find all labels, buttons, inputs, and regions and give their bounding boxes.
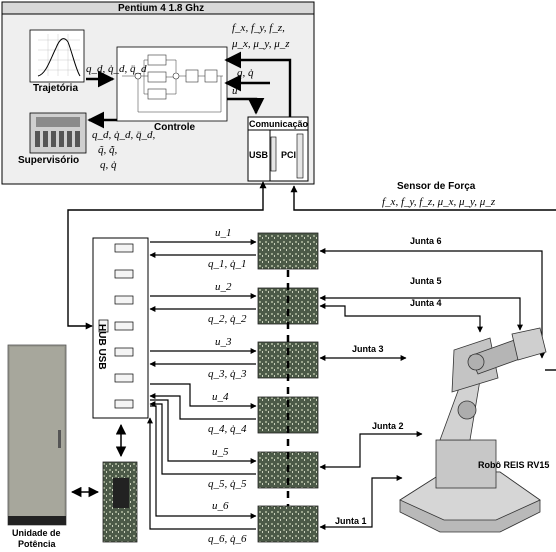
usb-port-icon: [271, 137, 276, 171]
control-signal-u1: u_1: [215, 227, 232, 239]
control-label: Controle: [154, 122, 195, 133]
joint-3-label: Junta 3: [352, 344, 384, 354]
joint-state-signal: q, q̇: [237, 67, 254, 79]
force-signal-top-2: μ_x, μ_y, μ_z: [232, 38, 290, 50]
supervisory-console-icon: [30, 113, 86, 153]
usb-label: USB: [249, 150, 268, 160]
joint-2-label: Junta 2: [372, 421, 404, 431]
control-signal-u5: u_5: [212, 446, 229, 458]
force-sensor-title: Sensor de Força: [397, 181, 475, 192]
joint-state-q1: q_1, q̇_1: [208, 258, 247, 270]
supervisory-signal-2: q̃, q̃̇,: [98, 144, 117, 156]
joint-state-q4: q_4, q̇_4: [208, 423, 247, 435]
control-block-diagram: [117, 47, 227, 121]
joint-state-q3: q_3, q̇_3: [208, 368, 247, 380]
joint-1-label: Junta 1: [335, 516, 367, 526]
pci-label: PCI: [281, 150, 296, 160]
control-signal-u4: u_4: [212, 391, 229, 403]
usb-hub-label: HUB USB: [96, 324, 107, 370]
joint-4-label: Junta 4: [410, 298, 442, 308]
force-signal-top-1: f_x, f_y, f_z,: [232, 22, 285, 34]
power-unit-label-1: Unidade de: [12, 528, 61, 538]
trajectory-plot-icon: [30, 30, 84, 82]
pci-slot-icon: [297, 134, 303, 178]
pc-title: Pentium 4 1.8 Ghz: [118, 3, 204, 14]
supervisory-signal-3: q, q̇: [100, 159, 117, 171]
joint-state-q6: q_6, q̇_6: [208, 533, 247, 545]
joint-6-label: Junta 6: [410, 236, 442, 246]
control-signal-u: u: [232, 85, 238, 97]
control-signal-u2: u_2: [215, 281, 232, 293]
interface-board: [103, 462, 137, 542]
supervisory-signal-1: q_d, q̇_d, q̈_d,: [92, 129, 155, 141]
supervisory-label: Supervisório: [18, 155, 79, 166]
reference-trajectory-signal: q_d, q̇_d, q̈_d: [86, 63, 147, 75]
trajectory-label: Trajetória: [33, 83, 78, 94]
control-signal-u3: u_3: [215, 336, 232, 348]
power-unit-label-2: Potência: [18, 539, 56, 549]
communication-label: Comunicação: [249, 119, 308, 129]
force-sensor-values: f_x, f_y, f_z, μ_x, μ_y, μ_z: [382, 196, 495, 208]
robot-arm-icon: [400, 328, 546, 532]
joint-5-label: Junta 5: [410, 276, 442, 286]
joint-state-q2: q_2, q̇_2: [208, 313, 247, 325]
joint-state-q5: q_5, q̇_5: [208, 478, 247, 490]
power-unit-cabinet: [8, 345, 66, 525]
control-signal-u6: u_6: [212, 500, 229, 512]
robot-label: Robô REIS RV15: [478, 460, 549, 470]
